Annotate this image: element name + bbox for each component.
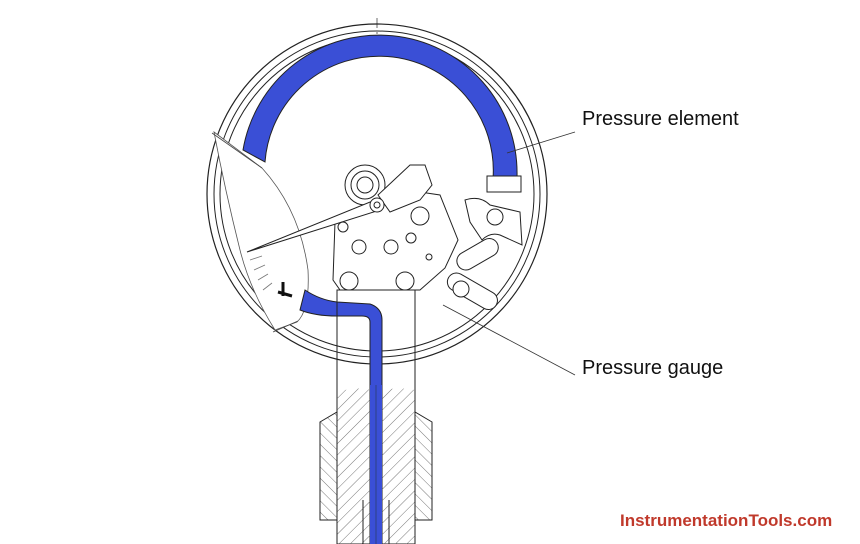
leader-pressure-element [506,131,576,154]
watermark: InstrumentationTools.com [620,511,833,530]
screws [337,206,433,291]
dial-scale-segment [213,131,309,331]
label-pressure-gauge: Pressure gauge [582,357,724,379]
scale-ticks [249,255,273,291]
label-pressure-element: Pressure element [582,108,739,130]
tube-tip [486,175,522,193]
scale-mark [277,282,293,298]
leader-pressure-gauge [442,304,576,376]
